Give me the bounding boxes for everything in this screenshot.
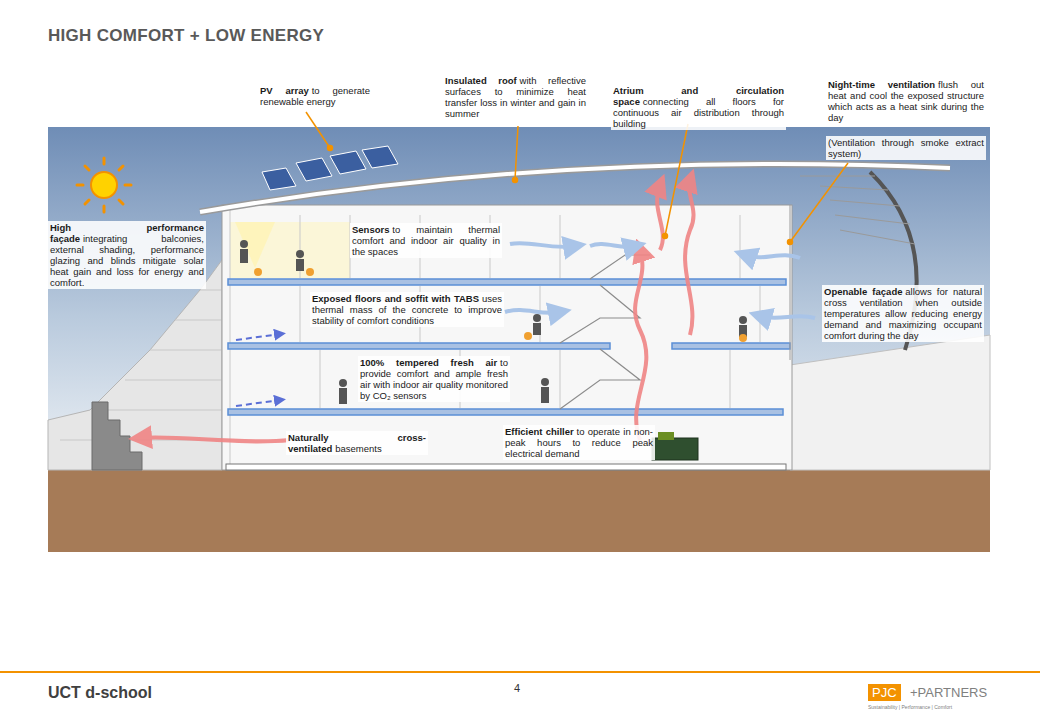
callout-body: 4: [514, 682, 520, 694]
callout-text: High performance façadeintegrating balco…: [48, 221, 206, 289]
callout-text: Exposed floors and soffit with TABSuses …: [310, 292, 504, 327]
callout-body: (Ventilation through smoke extract syste…: [828, 137, 984, 159]
slide-title: HIGH COMFORT + LOW ENERGY: [48, 26, 324, 46]
callout-text: 100% tempered fresh airto provide comfor…: [358, 356, 510, 402]
callout-body: UCT d-school: [48, 684, 152, 701]
callout-heading: Exposed floors and soffit with TABS: [312, 293, 479, 304]
callout-heading: Sensors: [352, 224, 390, 235]
callout-text: PV arrayto generate renewable energy: [258, 84, 372, 108]
callout-text: Openable façadeallows for natural cross …: [822, 285, 984, 342]
callout-body: basements: [335, 443, 381, 454]
callout-heading: Openable façade: [824, 286, 902, 297]
callout-text: Efficient chillerto operate in non-peak …: [503, 425, 655, 460]
callout-text: Sensorsto maintain thermal comfort and i…: [350, 223, 502, 258]
callout-heading: PV array: [260, 85, 309, 96]
callout-body: PJC: [872, 685, 897, 700]
callout-text: Insulated roofwith reflective surfaces t…: [443, 74, 588, 120]
callout-heading: Insulated roof: [445, 75, 517, 86]
callout-text: Night-time ventilationflush out heat and…: [826, 78, 986, 124]
footer-text: +PARTNERS: [910, 685, 987, 700]
callout-text: (Ventilation through smoke extract syste…: [826, 136, 986, 160]
footer-text: PJC: [868, 684, 901, 701]
callout-body: Sustainability | Performance | Comfort: [868, 704, 952, 710]
footer-text: 4: [514, 682, 520, 694]
callout-heading: Efficient chiller: [505, 426, 574, 437]
footer-text: Sustainability | Performance | Comfort: [868, 704, 952, 710]
callout-heading: 100% tempered fresh air: [360, 357, 497, 368]
callout-heading: Night-time ventilation: [828, 79, 935, 90]
callout-text: Naturally cross-ventilatedbasements: [286, 431, 428, 455]
callout-text: Atrium and circulation spaceconnecting a…: [611, 84, 786, 130]
footer-text: UCT d-school: [48, 684, 152, 702]
callout-body: +PARTNERS: [910, 685, 987, 700]
